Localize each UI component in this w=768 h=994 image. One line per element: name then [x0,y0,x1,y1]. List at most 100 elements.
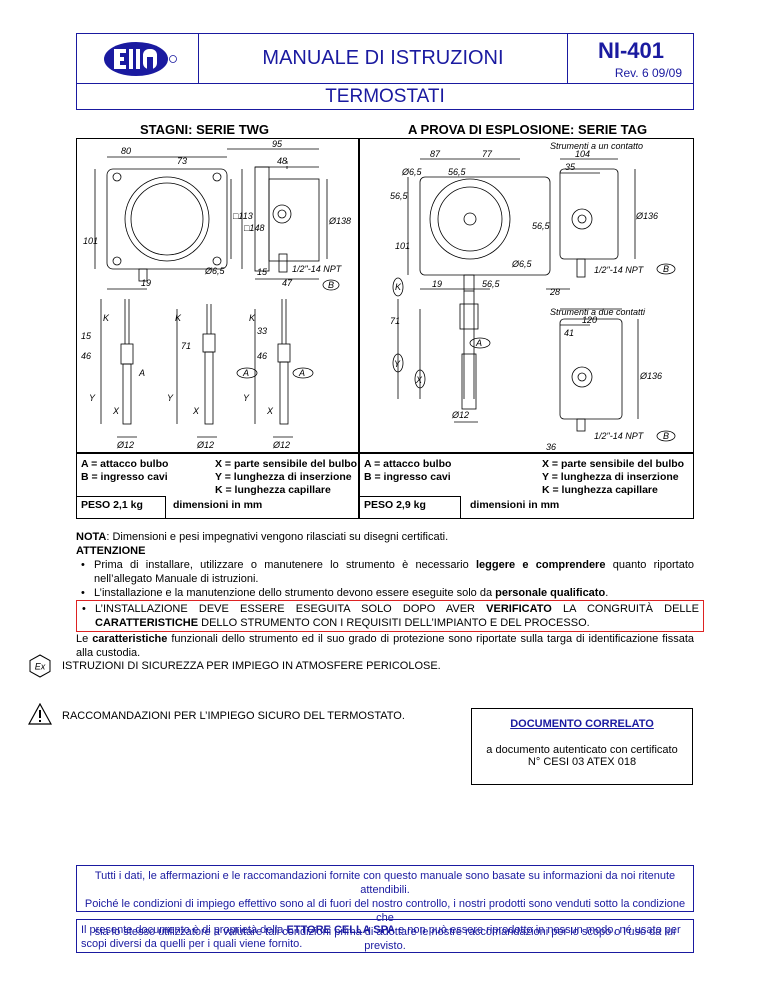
attenzione-heading: ATTENZIONE [76,544,694,558]
dim-label: Ø136 [635,211,658,221]
dim-label: 48 [277,156,287,166]
warning-list: L’INSTALLAZIONE DEVE ESSERE ESEGUITA SOL… [82,602,699,630]
dim-label: 15 [257,267,268,277]
disclaimer-line: sia lo stesso utilizzatore a valutare ta… [94,926,676,952]
legend-y: Y = lunghezza di inserzione [542,471,679,483]
dim-label: 1/2"-14 NPT [292,264,343,274]
document-code-box: NI-401 Rev. 6 09/09 [567,34,694,84]
text: funzionali dello strumento ed il suo gra… [76,633,694,659]
dim-label: 101 [83,236,98,246]
dim-label: A [242,368,249,378]
property-notice-box: Il presente documento è di proprietà del… [76,919,694,953]
dim-label: 71 [181,341,191,351]
dim-label: 33 [257,326,267,336]
warning-item: L’installazione e la manutenzione dello … [81,586,694,600]
text: L’installazione e la manutenzione dello … [94,587,496,599]
dim-label: X [415,375,423,385]
units-note: dimensioni in mm [470,499,560,511]
legend-k: K = lunghezza capillare [542,484,658,496]
dim-label: Ø12 [451,410,469,420]
dim-label: 1/2"-14 NPT [594,265,645,275]
characteristics-note: Le caratteristiche funzionali dello stru… [76,632,694,660]
warning-triangle-icon [27,702,53,730]
document-header: MANUALE DI ISTRUZIONI NI-401 Rev. 6 09/0… [76,33,694,110]
attenzione-label: ATTENZIONE [76,545,146,557]
text: e non può essere riprodotto in nessun mo… [81,924,681,950]
tag-technical-drawing: Strumenti a un contatto Strumenti a due … [390,141,676,452]
dim-label: 1/2"-14 NPT [594,431,645,441]
dim-label: Ø138 [328,216,351,226]
right-note: Strumenti a due contatti [550,307,646,317]
dim-label: Ø12 [272,440,290,450]
highlighted-warning: L’INSTALLAZIONE DEVE ESSERE ESEGUITA SOL… [76,600,704,632]
dim-label: Ø6,5 [401,167,423,177]
ex-symbol-text: Ex [35,662,46,672]
text: Le [76,633,93,645]
dim-label: 56,5 [448,167,467,177]
dim-label: Ø6,5 [204,266,226,276]
weight-value: PESO 2,9 kg [364,499,426,511]
nota-label: NOTA [76,531,107,543]
dim-label: Ø12 [196,440,214,450]
cella-logo-icon [103,41,177,76]
dim-label: Y [89,393,96,403]
dim-label: 120 [582,315,597,325]
warning-item: L’INSTALLAZIONE DEVE ESSERE ESEGUITA SOL… [82,602,699,630]
text: Il presente documento è di proprietà del… [81,924,287,936]
safe-use-recommendations: RACCOMANDAZIONI PER L’IMPIEGO SICURO DEL… [62,710,405,722]
manual-title: MANUALE DI ISTRUZIONI [199,34,567,84]
dim-label: 80 [121,146,131,156]
dim-label: 47 [282,278,293,288]
text: LA CONGRUITÀ DELLE [551,603,699,615]
dim-label: K [395,282,402,292]
dim-label: □148 [244,223,264,233]
disclaimer-line: Poiché le condizioni di impiego effettiv… [84,898,686,924]
dim-label: 56,5 [390,191,409,201]
text-bold: VERIFICATO [486,603,552,615]
related-document-line2: N° CESI 03 ATEX 018 [527,756,637,768]
dim-label: A [475,338,482,348]
dim-label: 73 [177,156,187,166]
disclaimer-box: Tutti i dati, le affermazioni e le racco… [76,865,694,952]
dim-label: Ø6,5 [511,259,533,269]
warning-item: Prima di installare, utilizzare o manute… [81,558,694,586]
nota-text: : Dimensioni e pesi impegnativi vengono … [106,531,449,543]
weight-value: PESO 2,1 kg [81,499,143,511]
legend-x: X = parte sensibile del bulbo [215,458,358,470]
units-note: dimensioni in mm [173,499,263,511]
ex-instructions: ISTRUZIONI DI SICUREZZA PER IMPIEGO IN A… [62,660,441,672]
right-note: Strumenti a un contatto [550,141,643,151]
text-bold: CARATTERISTICHE [95,617,199,629]
left-section-title: STAGNI: SERIE TWG [140,122,270,137]
dim-label: 71 [390,316,400,326]
dim-label: 77 [482,149,493,159]
related-document-link[interactable]: DOCUMENTO CORRELATO [510,718,654,730]
dim-label: A [298,368,305,378]
text: DELLO STRUMENTO CON I REQUISITI DELL’IMP… [198,617,590,629]
dim-label: 15 [81,331,92,341]
dim-label: 19 [141,278,151,288]
company-logo [77,34,199,84]
text-bold: personale qualificato [495,587,606,599]
dim-label: Y [243,393,250,403]
related-document-box: DOCUMENTO CORRELATO a documento autentic… [471,708,693,785]
dim-label: B [663,264,669,274]
dim-label: 56,5 [532,221,551,231]
dim-label: 28 [549,287,560,297]
legend-k: K = lunghezza capillare [215,484,331,496]
dim-label: Y [394,359,401,369]
ex-hexagon-icon: Ex [28,654,52,683]
weight-cell [360,496,461,519]
dim-label: 35 [565,162,576,172]
right-drawing-panel: Strumenti a un contatto Strumenti a due … [359,138,694,453]
left-legend-box: A = attacco bulbo B = ingresso cavi X = … [76,453,359,519]
legend-a: A = attacco bulbo [81,458,169,470]
nota-line: NOTA: Dimensioni e pesi impegnativi veng… [76,530,694,544]
twg-technical-drawing: 95 80 73 48 □113 □148 Ø138 101 15 Ø6,5 1… [81,139,351,450]
legend-b: B = ingresso cavi [81,471,168,483]
legend-y: Y = lunghezza di inserzione [215,471,352,483]
text: quanto riportato nell’allegato Manuale d… [94,559,694,585]
text: L’INSTALLAZIONE DEVE ESSERE ESEGUITA SOL… [95,603,487,615]
text-bold: caratteristiche [92,633,168,645]
legend-b: B = ingresso cavi [364,471,451,483]
